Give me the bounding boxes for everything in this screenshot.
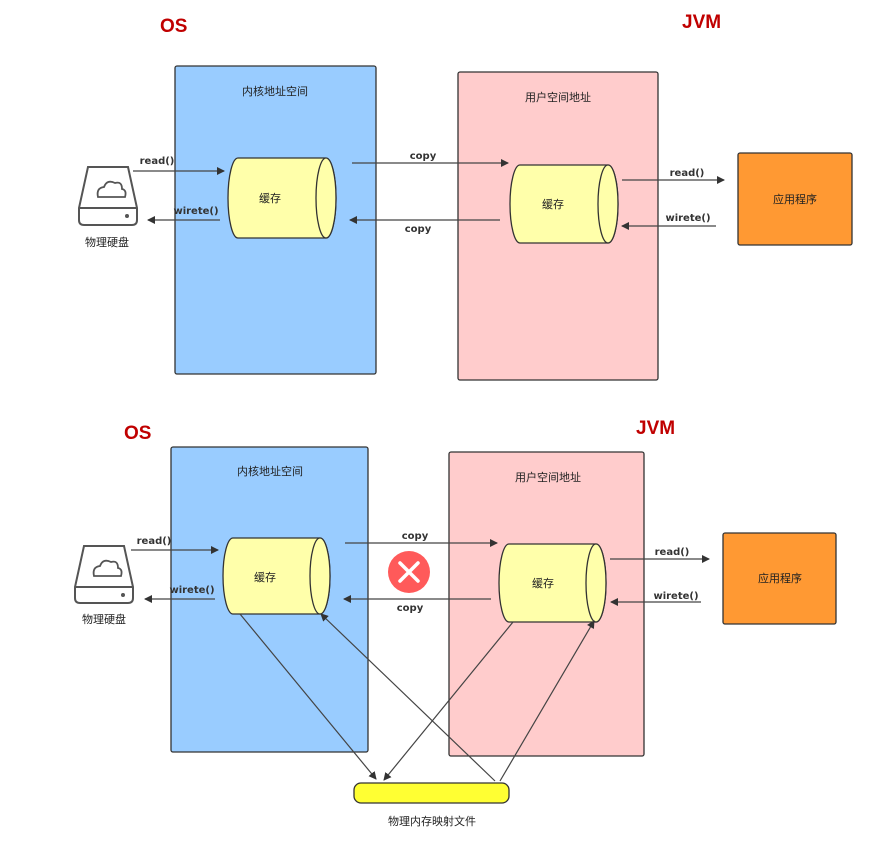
top-diagram: OS JVM 内核地址空间 用户空间地址 缓存 缓存 物理硬盘 bbox=[78, 12, 853, 381]
bottom-jvm-title: JVM bbox=[636, 418, 675, 439]
top-user-cache-cylinder: 缓存 bbox=[509, 164, 619, 244]
top-kernel-space-label: 内核地址空间 bbox=[242, 84, 308, 98]
top-disk-label: 物理硬盘 bbox=[85, 235, 129, 249]
top-user-space-label: 用户空间地址 bbox=[525, 90, 591, 104]
user-cache-to-mmap-arrow bbox=[383, 621, 514, 781]
bottom-kernel-cache-label: 缓存 bbox=[254, 570, 276, 584]
bottom-app-label: 应用程序 bbox=[758, 571, 802, 585]
top-copy-to-kernel-label: copy bbox=[405, 224, 432, 235]
bottom-user-cache-cylinder: 缓存 bbox=[498, 543, 607, 623]
top-kernel-cache-cylinder: 缓存 bbox=[227, 157, 337, 239]
top-jvm-title: JVM bbox=[682, 12, 721, 33]
top-copy-to-user-label: copy bbox=[410, 151, 437, 162]
bottom-kernel-space-label: 内核地址空间 bbox=[237, 464, 303, 478]
bottom-os-title: OS bbox=[124, 423, 151, 444]
mmap-to-user-cache-arrow bbox=[499, 620, 595, 782]
kernel-cache-to-mmap-arrow bbox=[239, 613, 377, 780]
top-disk-read-label: read() bbox=[140, 156, 175, 167]
cloud-icon bbox=[96, 180, 127, 198]
bottom-app-read-label: read() bbox=[655, 547, 690, 558]
bottom-kernel-cache-cylinder: 缓存 bbox=[222, 537, 331, 615]
bottom-copy-to-kernel-label: copy bbox=[397, 603, 424, 614]
top-os-title: OS bbox=[160, 16, 187, 37]
cross-icon bbox=[388, 551, 430, 593]
cloud-icon bbox=[92, 559, 123, 577]
bottom-disk-label: 物理硬盘 bbox=[82, 612, 126, 626]
hard-disk-icon bbox=[74, 545, 134, 604]
top-app-write-label: wirete() bbox=[665, 213, 710, 224]
mmap-file-bar bbox=[353, 782, 510, 804]
top-disk-write-label: wirete() bbox=[173, 206, 218, 217]
mmap-to-kernel-cache-arrow bbox=[320, 613, 496, 782]
top-user-cache-label: 缓存 bbox=[542, 197, 564, 211]
bottom-diagram: OS JVM 内核地址空间 用户空间地址 缓存 缓存 物理硬盘 bbox=[74, 418, 837, 828]
bottom-copy-to-user-label: copy bbox=[402, 531, 429, 542]
top-app-read-label: read() bbox=[670, 168, 705, 179]
top-kernel-cache-label: 缓存 bbox=[259, 191, 281, 205]
bottom-disk-read-label: read() bbox=[137, 536, 172, 547]
mmap-file-label: 物理内存映射文件 bbox=[388, 814, 476, 828]
bottom-user-cache-label: 缓存 bbox=[532, 576, 554, 590]
top-app-label: 应用程序 bbox=[773, 192, 817, 206]
bottom-disk-write-label: wirete() bbox=[169, 585, 214, 596]
bottom-app-write-label: wirete() bbox=[653, 591, 698, 602]
hard-disk-icon bbox=[78, 166, 138, 226]
top-app-box bbox=[737, 152, 853, 246]
bottom-app-box bbox=[722, 532, 837, 625]
bottom-user-space-label: 用户空间地址 bbox=[515, 470, 581, 484]
